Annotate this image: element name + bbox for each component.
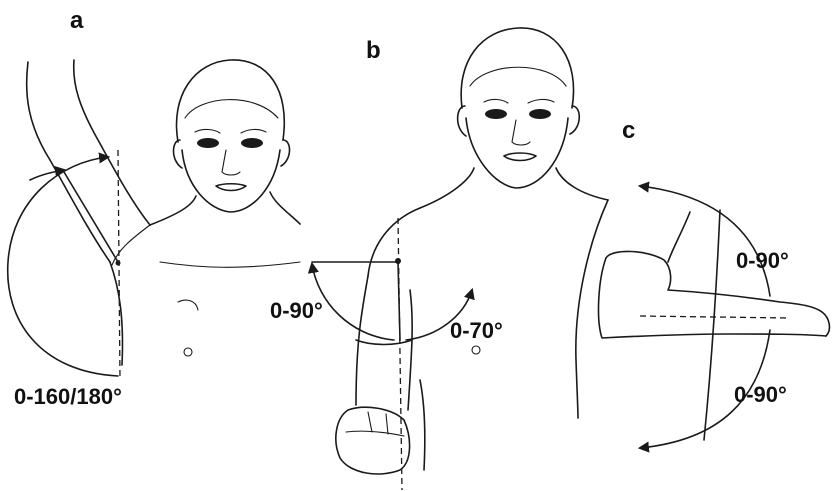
panel-a: a — [8, 7, 300, 409]
panel-b: b — [270, 28, 608, 490]
panel-b-motion-annotation — [312, 218, 472, 490]
panel-c-letter: c — [622, 117, 635, 144]
panel-a-letter: a — [70, 7, 84, 34]
panel-b-head — [368, 28, 608, 354]
panel-a-range-label: 0-160/180° — [14, 384, 122, 409]
panel-c-upper-range-label: 0-90° — [736, 248, 789, 273]
panel-b-left-range-label: 0-90° — [270, 298, 323, 323]
panel-b-bent-arm — [336, 276, 425, 474]
panel-b-right-range-label: 0-70° — [450, 318, 503, 343]
panel-b-letter: b — [366, 37, 381, 64]
panel-c-lower-range-label: 0-90° — [734, 382, 787, 407]
panel-c: c 0-90° 0-90° — [576, 117, 830, 448]
panel-c-torso — [576, 200, 720, 440]
